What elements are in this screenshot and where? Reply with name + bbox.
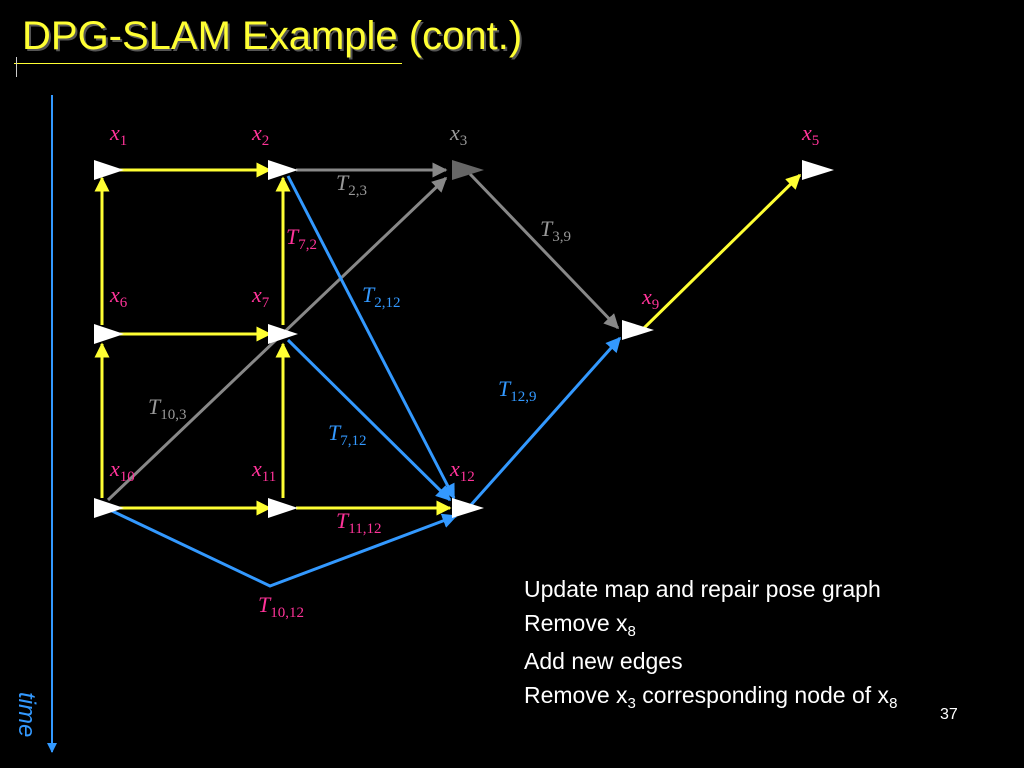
node-x5-shape <box>802 160 834 180</box>
note-line-3: Add new edges <box>524 648 683 674</box>
edge-x7-x12 <box>286 338 452 502</box>
node-label-x2: x2 <box>251 120 269 149</box>
node-label-x10: x10 <box>109 456 135 485</box>
blue-edges <box>109 175 622 588</box>
node-x6-shape <box>94 324 124 344</box>
node-label-x12: x12 <box>449 456 475 485</box>
node-label-x3: x3 <box>449 120 467 149</box>
note-line-1: Update map and repair pose graph <box>524 576 881 602</box>
edge-x2-x12 <box>286 175 456 500</box>
note-line-2-sub: 8 <box>627 623 636 640</box>
node-label-x11: x11 <box>251 456 276 485</box>
node-label-x7: x7 <box>251 282 270 311</box>
edge-label-T10_12: T10,12 <box>258 592 304 621</box>
edge-label-T12_9: T12,9 <box>498 376 537 405</box>
slide-title: DPG-SLAM Example (cont.) <box>22 14 523 58</box>
node-label-x5: x5 <box>801 120 819 149</box>
node-x2-shape <box>268 160 298 180</box>
node-x1-shape <box>94 160 124 180</box>
node-labels: x1 x2 x3 x5 x6 x7 x9 x10 x11 x12 <box>109 120 819 485</box>
node-label-x9: x9 <box>641 284 659 313</box>
note-line-4-sub-a: 3 <box>627 695 636 712</box>
node-x9-shape <box>622 320 654 340</box>
note-line-4-text-a: Remove x <box>524 682 628 708</box>
edge-label-T2_3: T2,3 <box>336 170 367 199</box>
note-line-2-text: Remove x <box>524 610 628 636</box>
note-line-2: Remove x8 <box>524 606 897 644</box>
page-number: 37 <box>940 706 958 723</box>
note-line-4-text-b: corresponding node of x <box>635 682 890 708</box>
yellow-edges <box>94 162 802 516</box>
edge-label-T2_12: T2,12 <box>362 282 401 311</box>
node-label-x6: x6 <box>109 282 128 311</box>
node-x11-shape <box>268 498 298 518</box>
node-x12-shape <box>452 498 484 518</box>
edge-label-T11_12: T11,12 <box>336 508 381 537</box>
edge-x3-x9 <box>468 172 620 330</box>
notes-text-block: Update map and repair pose graph Remove … <box>524 572 897 716</box>
title-underline <box>14 63 402 64</box>
node-x7-shape <box>268 324 298 344</box>
note-line-4-sub-b: 8 <box>889 695 898 712</box>
edge-label-T7_12: T7,12 <box>328 420 367 449</box>
edge-x12-x9 <box>468 336 622 507</box>
node-x10-shape <box>94 498 124 518</box>
node-shapes <box>94 160 834 518</box>
edge-label-T10_3: T10,3 <box>148 394 187 423</box>
edge-x10-x12 <box>109 508 458 588</box>
edge-label-T7_2: T7,2 <box>286 224 317 253</box>
edge-labels: T2,3 T3,9 T7,2 T2,12 T12,9 T10,3 T7,12 T… <box>148 170 571 621</box>
node-label-x1: x1 <box>109 120 127 149</box>
note-line-4: Remove x3 corresponding node of x8 <box>524 678 897 716</box>
node-x3-shape <box>452 160 484 180</box>
edge-x9-x5 <box>640 173 802 332</box>
time-axis-label: time <box>13 692 40 738</box>
title-tick <box>16 57 17 77</box>
edge-label-T3_9: T3,9 <box>540 216 571 245</box>
